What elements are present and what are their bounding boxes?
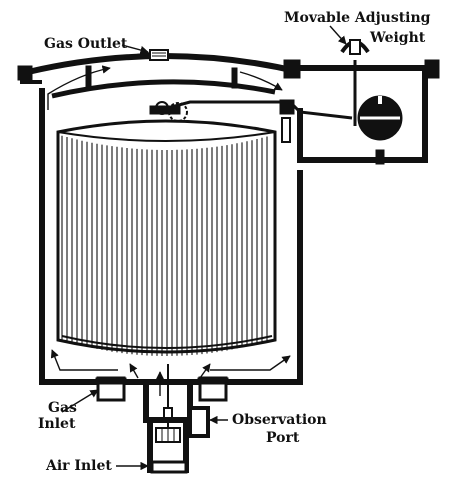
label-weight-line1: Movable Adjusting (284, 10, 431, 26)
label-gas-outlet: Gas Outlet (44, 36, 128, 52)
label-weight-line2: Weight (370, 30, 426, 46)
label-gas-inlet-line2: Inlet (38, 416, 76, 432)
bottom-fittings (95, 364, 229, 474)
label-gas-inlet-line1: Gas (48, 400, 77, 416)
label-observation-line2: Port (266, 430, 300, 446)
leader-lines (61, 25, 347, 471)
weight-chamber (283, 39, 440, 165)
gas-flow-arrows (47, 48, 291, 396)
label-air-inlet: Air Inlet (46, 458, 112, 474)
float-drum (56, 105, 277, 356)
label-observation-line1: Observation (232, 412, 327, 428)
lever-arm (155, 99, 353, 143)
top-baffle (51, 49, 276, 99)
